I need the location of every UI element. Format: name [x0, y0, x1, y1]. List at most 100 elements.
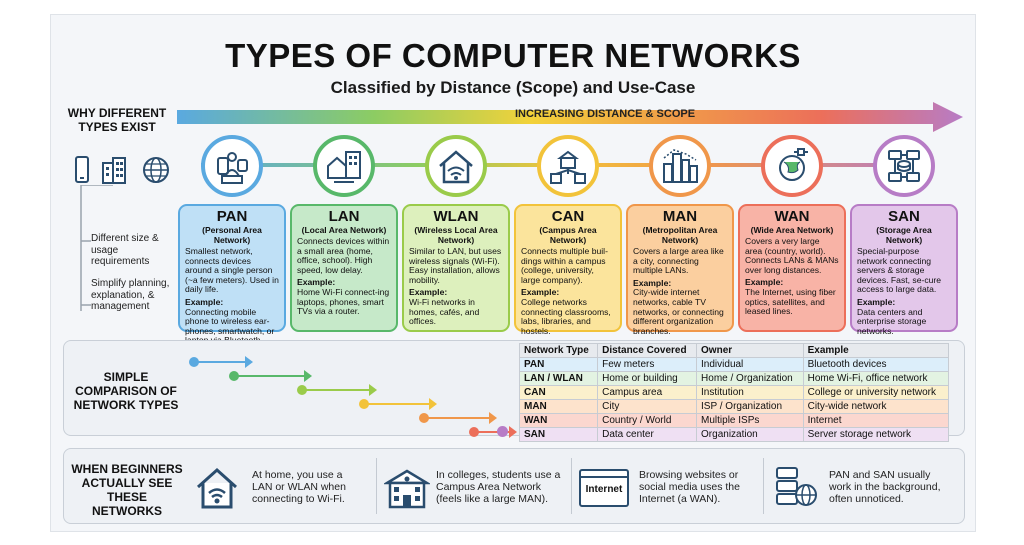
- beginner-internet: Internet Browsing websites or social med…: [579, 463, 761, 515]
- comparison-lane-arrow: [229, 370, 312, 382]
- table-cell: Data center: [597, 427, 698, 442]
- network-example: Wi-Fi networks in homes, cafés, and offi…: [409, 296, 480, 327]
- distance-arrow-label: INCREASING DISTANCE & SCOPE: [514, 108, 696, 120]
- network-example: City-wide internet networks, cable TV ne…: [633, 287, 724, 336]
- building-icon: [102, 157, 126, 184]
- network-abbr: SAN: [888, 208, 920, 225]
- network-description: Connects devices within a small area (ho…: [297, 236, 390, 275]
- network-full-name: (Wide Area Network): [750, 225, 834, 235]
- beginner-background: PAN and SAN usually work in the backgrou…: [773, 463, 963, 515]
- beginner-background-text: PAN and SAN usually work in the backgrou…: [829, 469, 941, 505]
- comparison-lane-arrow: [469, 426, 517, 438]
- table-cell: College or university network: [802, 385, 950, 400]
- wifi-house-icon: [439, 150, 473, 184]
- table-cell: PAN: [518, 357, 599, 372]
- example-heading: Example:: [409, 287, 448, 298]
- col-example: Example: [802, 343, 950, 358]
- table-header-row: Network Type Distance Covered Owner Exam…: [518, 343, 950, 358]
- table-cell: Internet: [802, 413, 950, 428]
- network-card-lan: LAN(Local Area Network)Connects devices …: [290, 204, 398, 332]
- city-icon: [663, 149, 698, 183]
- network-abbr: CAN: [551, 208, 585, 225]
- comparison-lane-arrow: [297, 384, 377, 396]
- why-title: WHY DIFFERENT TYPES EXIST: [67, 106, 167, 134]
- beginner-home: At home, you use a LAN or WLAN when conn…: [194, 463, 374, 515]
- comparison-lane-arrow: [419, 412, 497, 424]
- reason-size: Different size & usage requirements: [91, 233, 159, 267]
- network-card-wlan: WLAN(Wireless Local Area Network)Similar…: [402, 204, 510, 332]
- page-title: TYPES OF COMPUTER NETWORKS: [225, 37, 801, 74]
- network-example: Home Wi-Fi connect-ing laptops, phones, …: [297, 286, 390, 317]
- table-cell: Home or building: [597, 371, 698, 386]
- example-heading: Example:: [745, 277, 784, 288]
- table-cell: Organization: [696, 427, 804, 442]
- infographic: TYPES OF COMPUTER NETWORKS Classified by…: [50, 14, 976, 532]
- beginner-college: In colleges, students use a Campus Area …: [384, 463, 569, 515]
- network-abbr: PAN: [216, 208, 248, 225]
- table-cell: Multiple ISPs: [696, 413, 804, 428]
- distance-arrow: [177, 102, 963, 132]
- network-card-wan: WAN(Wide Area Network)Covers a very larg…: [738, 204, 846, 332]
- example-heading: Example:: [857, 296, 896, 307]
- network-abbr: WLAN: [433, 208, 479, 225]
- col-owner: Owner: [696, 343, 804, 358]
- table-cell: Server storage network: [802, 427, 950, 442]
- network-card-can: CAN(Campus Area Network)Connects multipl…: [514, 204, 622, 336]
- table-cell: City: [597, 399, 698, 414]
- table-cell: Campus area: [597, 385, 698, 400]
- table-cell: Bluetooth devices: [802, 357, 950, 372]
- network-full-name: (Wireless Local Area Network): [414, 225, 498, 245]
- storage-icon: [888, 150, 920, 182]
- example-heading: Example:: [521, 287, 560, 298]
- network-full-name: (Personal Area Network): [202, 225, 262, 245]
- phone-icon: [75, 156, 89, 183]
- comparison-lane-arrow: [189, 356, 253, 368]
- table-cell: LAN / WLAN: [518, 371, 599, 386]
- network-example: The Internet, using fiber optics, satell…: [745, 286, 836, 317]
- example-heading: Example:: [297, 277, 336, 288]
- comparison-lane-dot: [497, 426, 508, 437]
- wifi-house-icon: [196, 467, 238, 509]
- page-subtitle: Classified by Distance (Scope) and Use-C…: [330, 78, 696, 97]
- person-devices-icon: [217, 152, 248, 184]
- table-cell: ISP / Organization: [696, 399, 804, 414]
- network-circle-san: [873, 135, 935, 197]
- network-full-name: (Metropolitan Area Network): [642, 225, 718, 245]
- table-cell: Individual: [696, 357, 804, 372]
- network-abbr: MAN: [662, 208, 698, 225]
- table-cell: City-wide network: [802, 399, 950, 414]
- reason-planning: Simplify planning, explanation, & manage…: [91, 278, 170, 312]
- table-cell: Country / World: [597, 413, 698, 428]
- comparison-title: SIMPLE COMPARISON OF NETWORK TYPES: [73, 370, 179, 412]
- network-card-san: SAN(Storage Area Network)Special-purpose…: [850, 204, 958, 336]
- table-cell: MAN: [518, 399, 599, 414]
- browser-icon-label: Internet: [585, 484, 623, 495]
- network-card-man: MAN(Metropolitan Area Network)Covers a l…: [626, 204, 734, 336]
- network-full-name: (Campus Area Network): [539, 225, 597, 245]
- network-example: College networks connecting classrooms, …: [521, 296, 611, 336]
- col-distance: Distance Covered: [597, 343, 698, 358]
- beginner-home-text: At home, you use a LAN or WLAN when conn…: [252, 469, 346, 505]
- example-heading: Example:: [633, 277, 672, 288]
- server-globe-icon: [776, 467, 817, 506]
- network-card-pan: PAN(Personal Area Network)Smallest netwo…: [178, 204, 286, 345]
- table-cell: CAN: [518, 385, 599, 400]
- table-cell: Home Wi-Fi, office network: [802, 371, 950, 386]
- network-circle-wan: [761, 135, 823, 197]
- network-circle-lan: [313, 135, 375, 197]
- network-example: Data centers and enterprise storage netw…: [857, 306, 927, 336]
- network-circle-man: [649, 135, 711, 197]
- network-description: Similar to LAN, but uses wireless signal…: [409, 246, 502, 285]
- network-abbr: WAN: [774, 208, 810, 225]
- school-icon: [384, 469, 430, 509]
- network-full-name: (Storage Area Network): [876, 225, 932, 245]
- comparison-table: Network Type Distance Covered Owner Exam…: [518, 343, 950, 442]
- network-description: Smallest network, connects devices aroun…: [185, 246, 279, 295]
- network-circle-wlan: [425, 135, 487, 197]
